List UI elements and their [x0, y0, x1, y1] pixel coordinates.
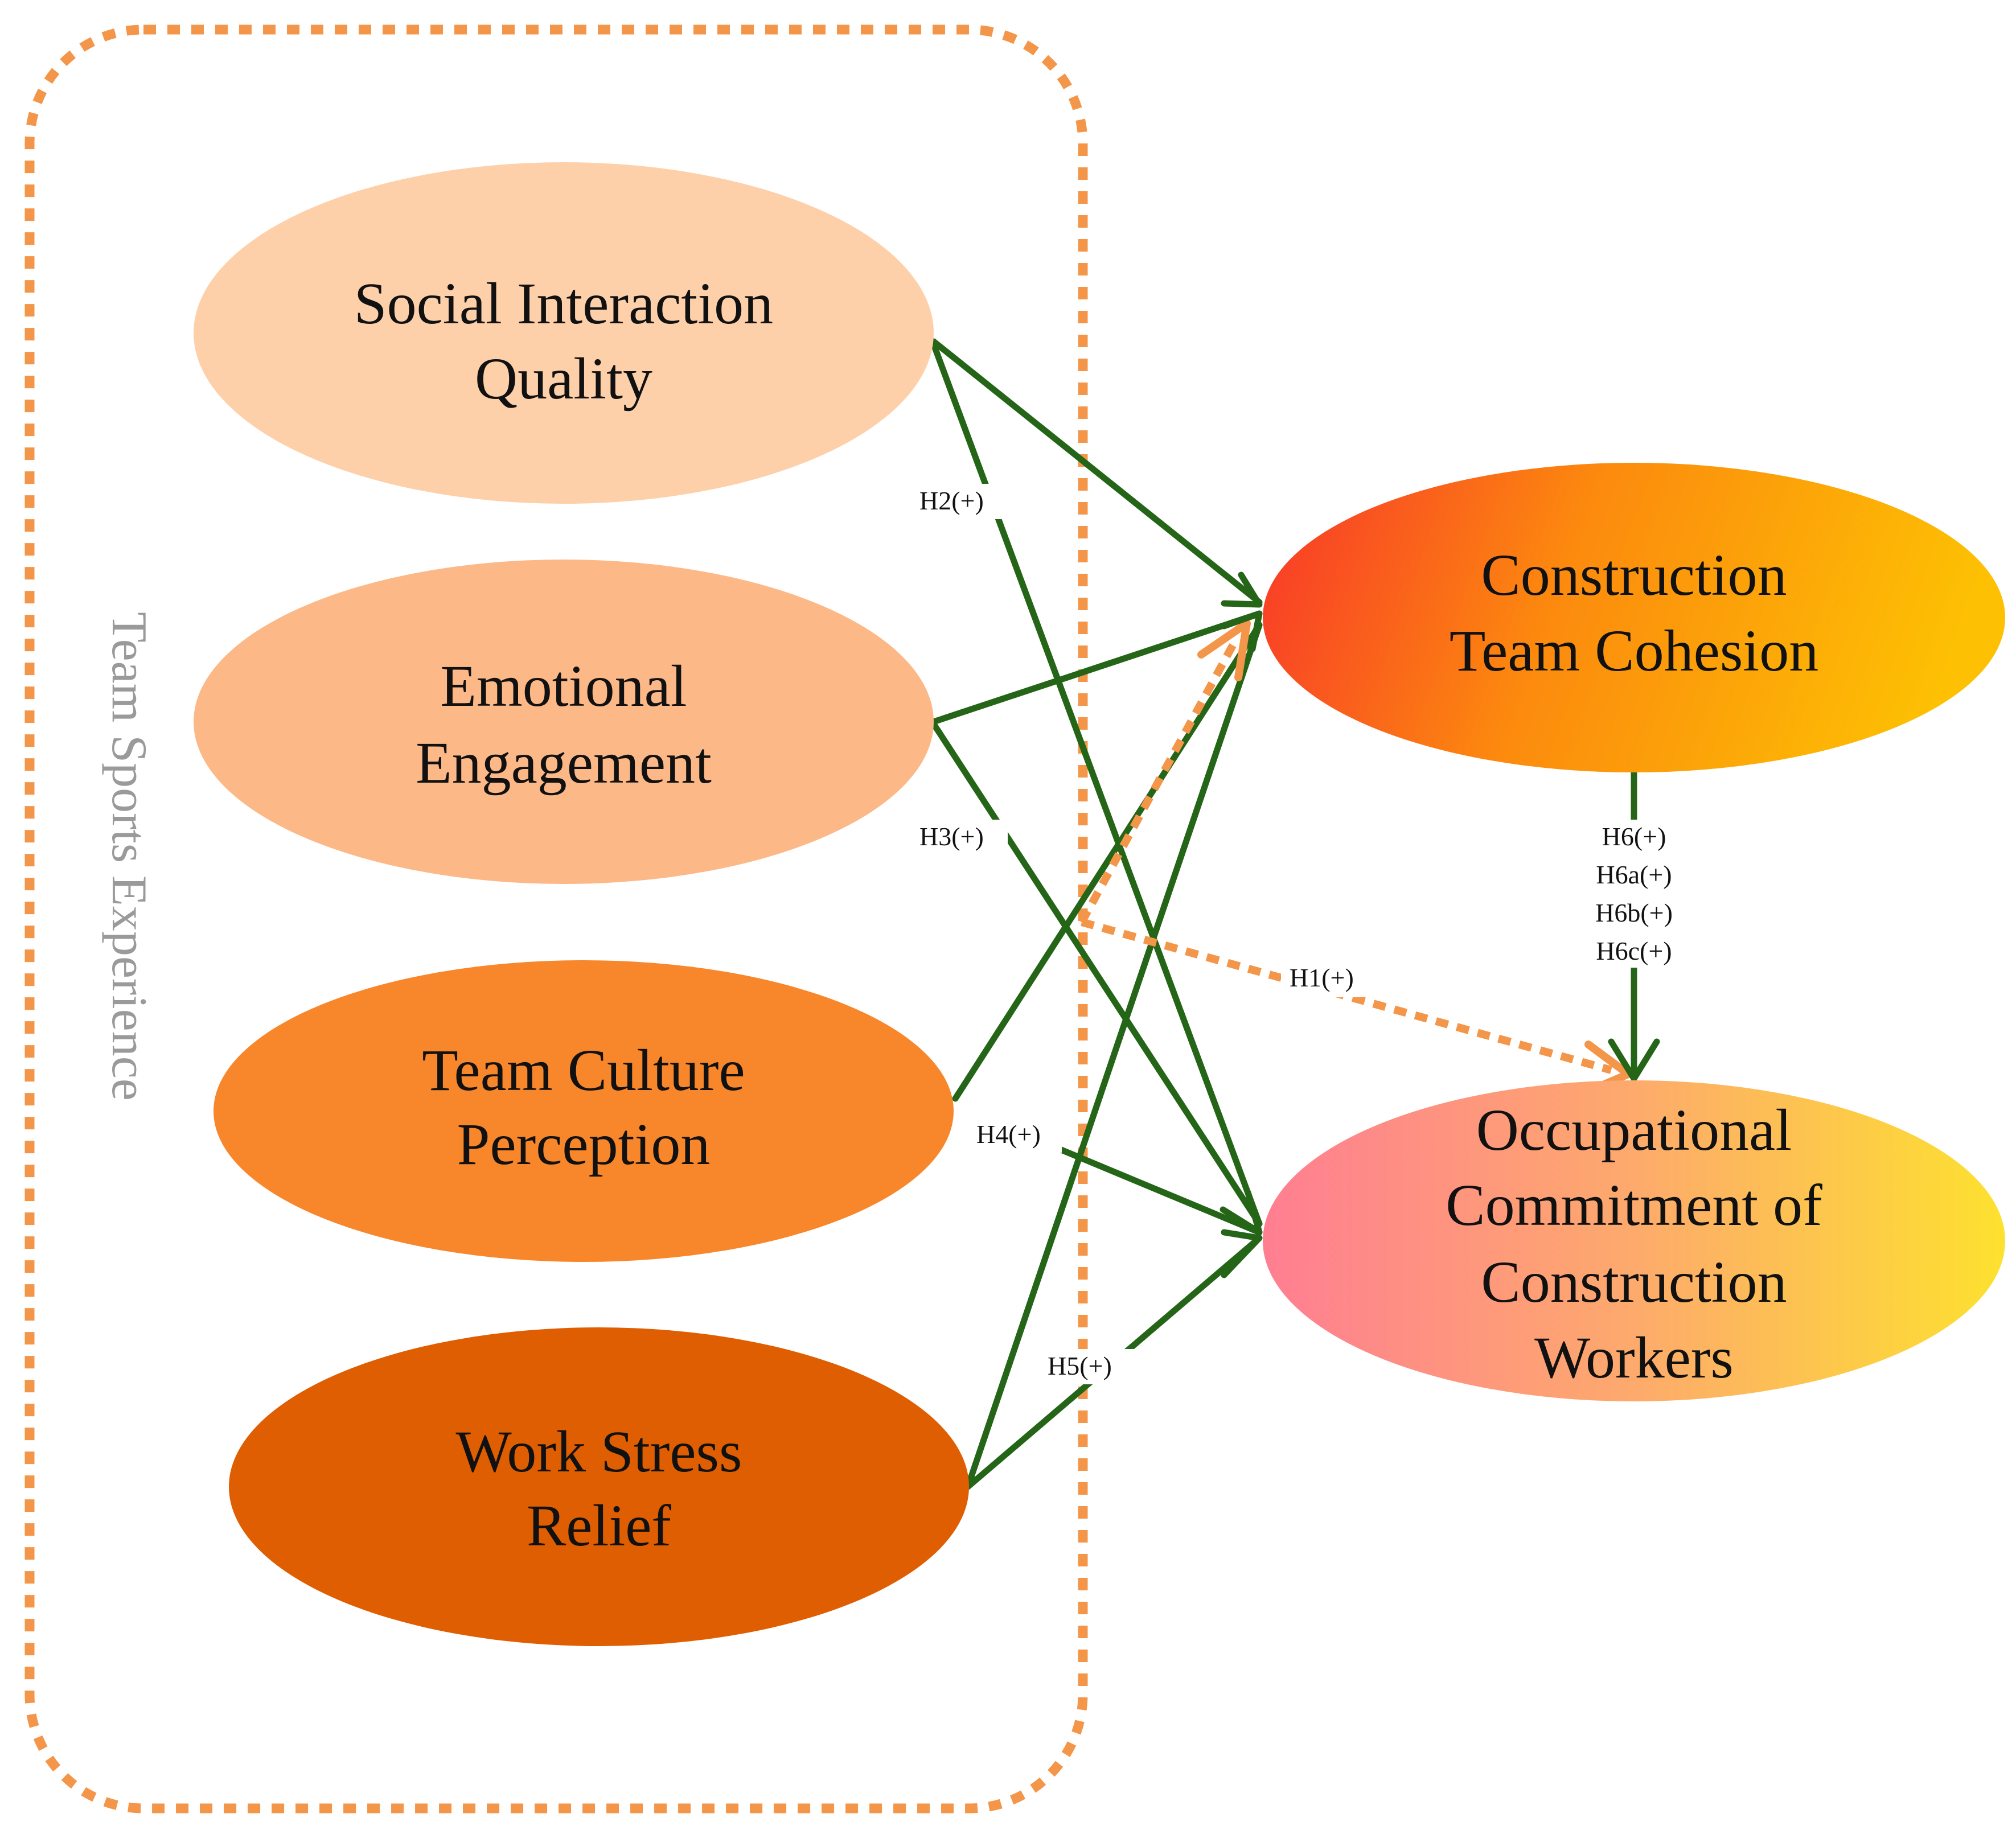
node-social-line-2: Quality — [475, 346, 652, 412]
arrowhead-commitment-b — [1221, 1229, 1263, 1278]
arrow-culture-to-commitment — [1044, 1141, 1263, 1236]
arrow-social-to-cohesion — [930, 338, 1263, 606]
label-h6a: H6a(+) — [1596, 860, 1672, 889]
arrowhead-cohesion-to-commitment — [1608, 1038, 1660, 1082]
node-construction-team-cohesion: Construction Team Cohesion — [1263, 463, 2005, 772]
arrowhead-h1-cohesion — [1197, 619, 1251, 681]
node-cohesion-line-2: Team Cohesion — [1450, 618, 1818, 684]
arrowheads — [1220, 571, 1660, 1278]
arrowhead-commitment-a — [1220, 1189, 1263, 1236]
label-h6c: H6c(+) — [1596, 936, 1672, 965]
label-h6: H6(+) — [1602, 822, 1666, 851]
node-commitment-line-2: Commitment of — [1446, 1173, 1822, 1238]
label-h1: H1(+) — [1290, 963, 1354, 992]
node-emotional-line-1: Emotional — [440, 653, 687, 719]
label-h3: H3(+) — [919, 822, 984, 851]
label-h4: H4(+) — [976, 1120, 1041, 1149]
arrow-culture-to-cohesion — [952, 622, 1263, 1102]
arrow-stress-to-cohesion — [964, 622, 1263, 1490]
hypothesis-labels: H2(+) H3(+) H1(+) H4(+) H5(+) H6(+) H6a(… — [914, 484, 1682, 1384]
arrowhead-cohesion-a — [1221, 571, 1263, 608]
arrow-h1-to-commitment — [1081, 918, 1612, 1074]
arrow-h1-to-cohesion — [1078, 638, 1239, 924]
label-h6b: H6b(+) — [1595, 898, 1673, 927]
node-cohesion-line-1: Construction — [1481, 542, 1787, 608]
node-commitment-line-4: Workers — [1534, 1325, 1734, 1391]
arrow-emotional-to-cohesion — [930, 610, 1263, 725]
team-sports-experience-label: Team Sports Experience — [101, 612, 157, 1101]
node-stress-line-2: Relief — [527, 1493, 671, 1558]
label-h2: H2(+) — [919, 486, 984, 515]
node-emotional-engagement: Emotional Engagement — [194, 560, 934, 884]
node-culture-line-2: Perception — [457, 1112, 711, 1177]
arrow-emotional-to-commitment — [930, 721, 1263, 1227]
node-work-stress-relief: Work Stress Relief — [229, 1327, 969, 1646]
node-commitment-line-3: Construction — [1481, 1249, 1787, 1315]
node-commitment-line-1: Occupational — [1476, 1097, 1792, 1163]
arrowhead-cohesion-b — [1221, 610, 1263, 652]
label-h5: H5(+) — [1048, 1351, 1112, 1380]
node-culture-line-1: Team Culture — [422, 1038, 745, 1103]
node-emotional-line-2: Engagement — [416, 730, 712, 796]
node-stress-line-1: Work Stress — [456, 1419, 742, 1484]
node-team-culture-perception: Team Culture Perception — [213, 960, 954, 1262]
node-social-interaction-quality: Social Interaction Quality — [194, 162, 934, 504]
node-occupational-commitment: Occupational Commitment of Construction … — [1263, 1080, 2005, 1401]
arrow-social-to-commitment — [930, 341, 1263, 1227]
node-social-line-1: Social Interaction — [354, 271, 773, 336]
